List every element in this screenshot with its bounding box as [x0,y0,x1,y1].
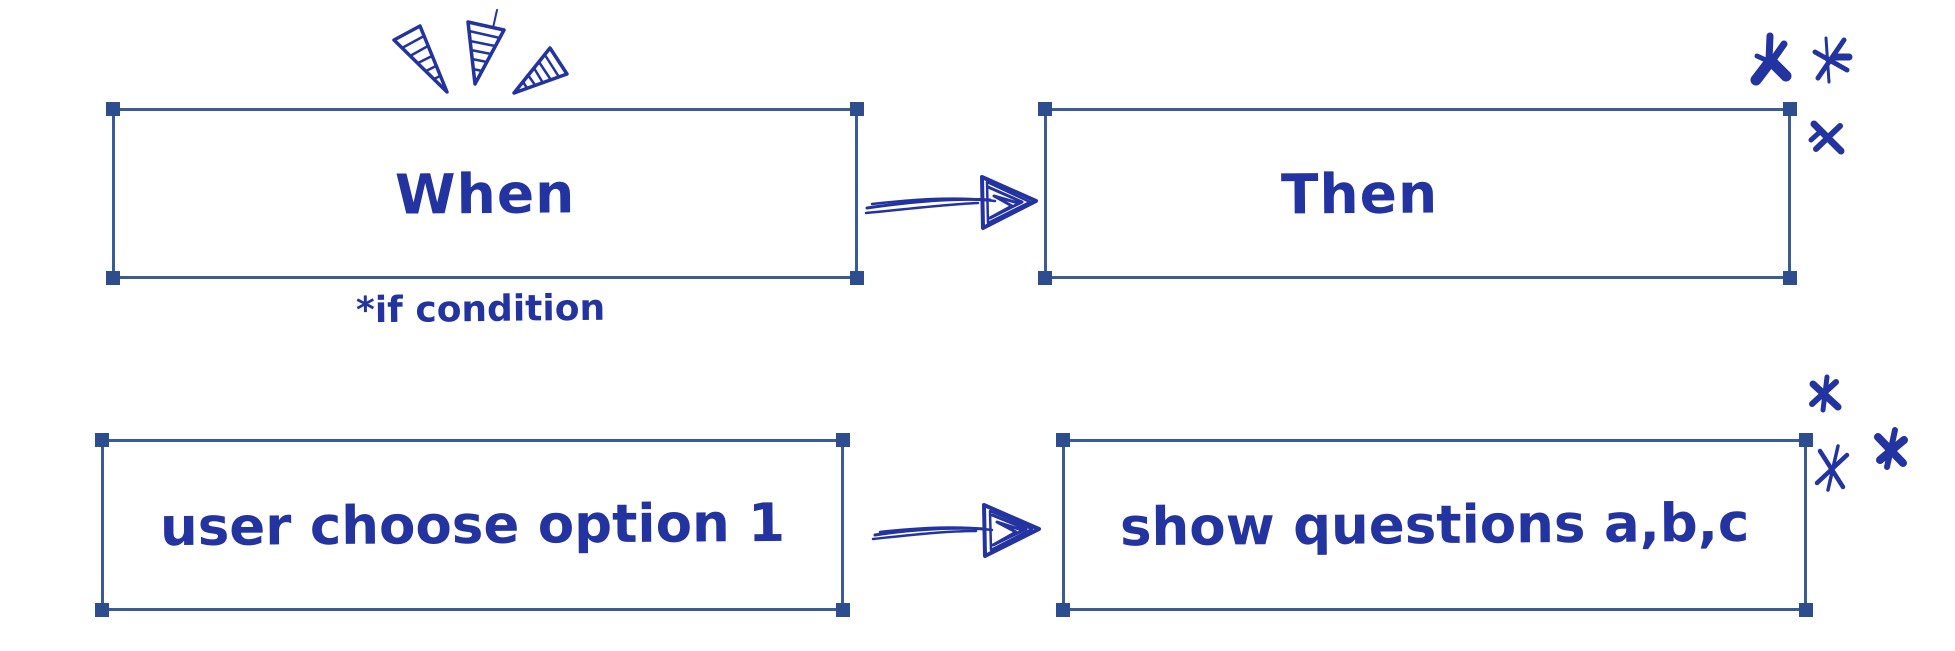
resize-handle-bottom-left[interactable] [1038,271,1052,285]
sketch-arrow-right-icon[interactable] [871,503,1041,558]
resize-handle-bottom-right[interactable] [836,603,850,617]
resize-handle-bottom-left[interactable] [106,271,120,285]
sparkle-asterisk-icons[interactable] [1809,374,1908,492]
emphasis-rays-icon[interactable] [392,9,569,95]
resize-handle-top-right[interactable] [1799,433,1813,447]
sketch-arrow-right-icon[interactable] [864,175,1038,230]
resize-handle-bottom-right[interactable] [850,271,864,285]
questions-box[interactable]: show questions a,b,c [1056,433,1813,617]
option-box[interactable]: user choose option 1 [95,433,850,617]
then-box-label[interactable]: Then [1280,160,1439,227]
option-box-label[interactable]: user choose option 1 [159,492,786,558]
when-box[interactable]: When [106,102,864,285]
resize-handle-top-left[interactable] [1038,102,1052,116]
resize-handle-top-left[interactable] [106,102,120,116]
resize-handle-top-right[interactable] [836,433,850,447]
when-box-label[interactable]: When [394,160,576,227]
resize-handle-top-right[interactable] [850,102,864,116]
resize-handle-bottom-left[interactable] [95,603,109,617]
condition-note[interactable]: *if condition [355,287,606,332]
resize-handle-bottom-right[interactable] [1799,603,1813,617]
resize-handle-top-left[interactable] [1056,433,1070,447]
resize-handle-bottom-right[interactable] [1783,271,1797,285]
then-box[interactable]: Then [1038,102,1797,285]
resize-handle-bottom-left[interactable] [1056,603,1070,617]
resize-handle-top-left[interactable] [95,433,109,447]
questions-box-label[interactable]: show questions a,b,c [1119,492,1750,558]
resize-handle-top-right[interactable] [1783,102,1797,116]
